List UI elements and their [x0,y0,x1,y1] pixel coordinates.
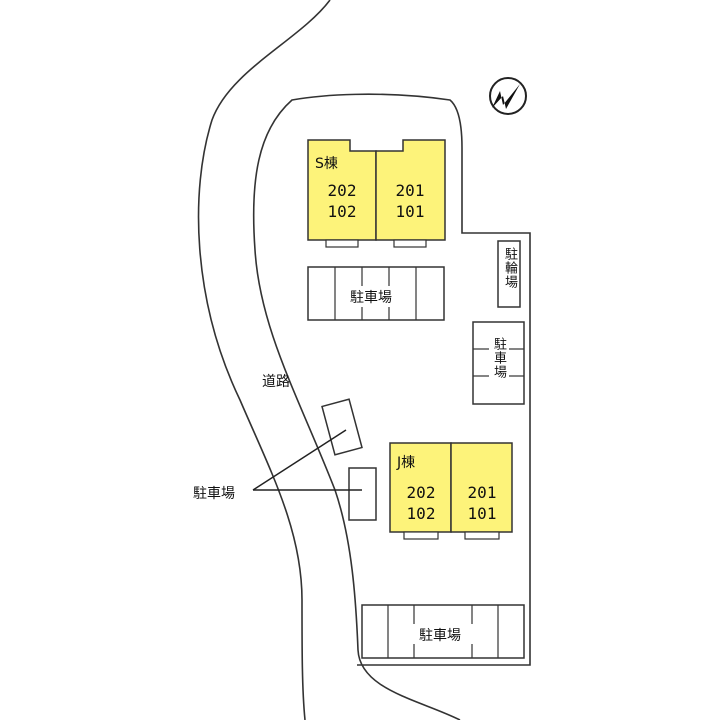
unit-number-lower: 101 [467,504,497,523]
leader-line [252,429,347,491]
unit-number-lower: 101 [395,202,425,221]
parking-bottom-label: 駐車場 [419,625,461,645]
unit-number-upper: 201 [395,181,425,200]
unit-number-lower: 102 [406,504,436,523]
unit-number-upper: 202 [406,483,436,502]
bicycle-parking-label: 駐輪場 [502,247,517,289]
parking-right [472,321,525,405]
road-edge-right [252,93,531,720]
parking-spot-roadside-2 [348,467,377,521]
unit-number-upper: 201 [467,483,497,502]
north-arrow-icon [489,77,527,115]
building-s [307,139,446,248]
building-s-unit-1: 202 102 [320,180,364,222]
building-j-unit-1: 202 102 [399,482,443,524]
unit-number-upper: 202 [327,181,357,200]
balcony [393,239,427,248]
parking-main-label: 駐車場 [350,287,392,307]
balcony [325,239,359,248]
road-label: 道路 [262,374,290,390]
building-s-name: S棟 [315,156,338,172]
bicycle-parking [497,240,521,308]
building-s-unit-2: 201 101 [388,180,432,222]
balcony [464,531,500,540]
parking-right-label: 駐車場 [491,337,506,379]
parking-spot-roadside-1 [321,398,363,456]
parking-roadside-label: 駐車場 [193,486,235,502]
balcony [403,531,439,540]
building-j-name: J棟 [397,455,416,471]
road-edge-left [197,0,331,720]
building-j [389,442,513,540]
building-j-unit-2: 201 101 [460,482,504,524]
unit-number-lower: 102 [327,202,357,221]
